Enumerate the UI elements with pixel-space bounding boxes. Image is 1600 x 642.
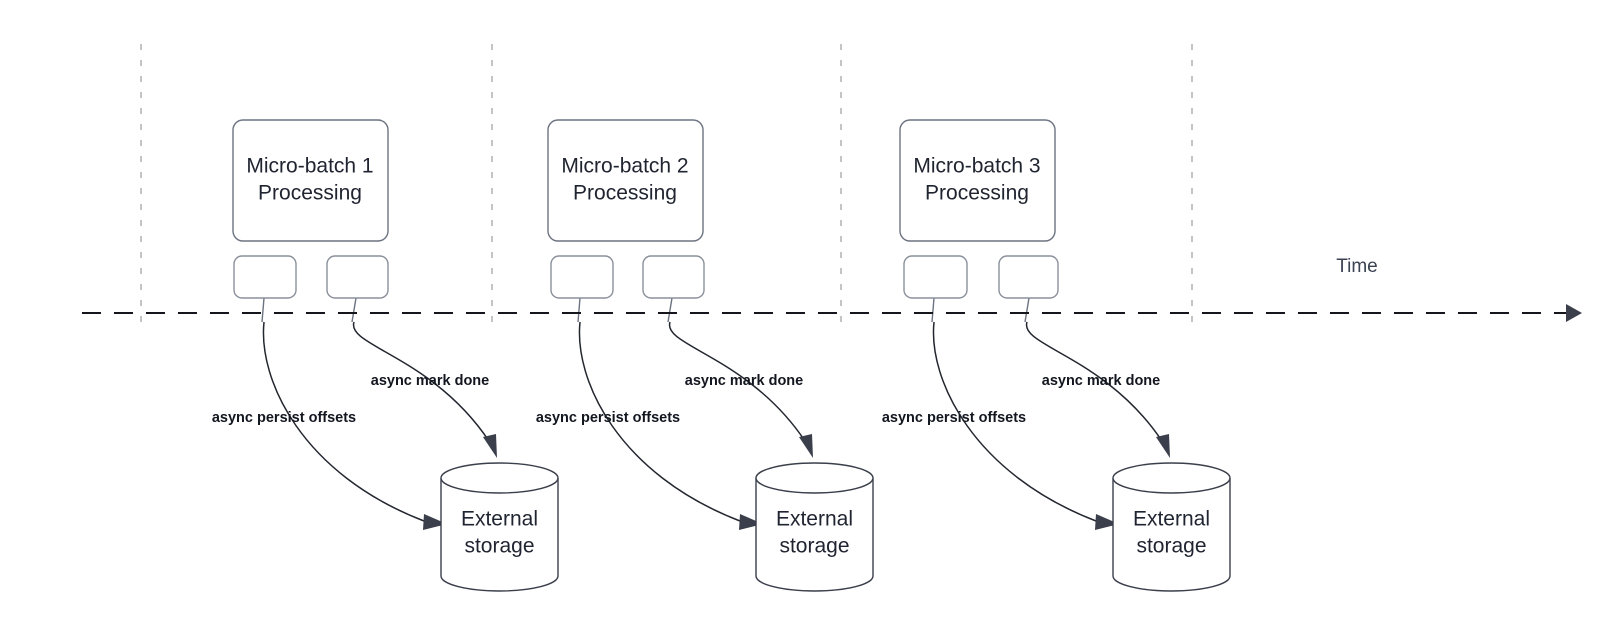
microbatch-1-persist-offsets-curve <box>262 321 425 522</box>
microbatch-1-task-box-b[interactable] <box>326 255 389 299</box>
external-storage-3-body <box>1112 478 1231 592</box>
microbatch-3-mark-done-curve <box>1025 321 1163 442</box>
microbatch-1-process-label-line2: Processing <box>258 182 362 205</box>
external-storage-2[interactable]: External storage <box>755 462 874 592</box>
stem-task-3b <box>1024 297 1030 323</box>
time-axis-arrowhead <box>1566 304 1582 322</box>
external-storage-2-label-line2: storage <box>779 535 849 558</box>
microbatch-2-process-box[interactable]: Micro-batch 2 Processing <box>547 119 704 242</box>
microbatch-1-process-box[interactable]: Micro-batch 1 Processing <box>232 119 389 242</box>
microbatch-2-process-rect[interactable] <box>547 119 704 242</box>
microbatch-1-mark-done-arrowhead <box>483 434 497 458</box>
microbatch-2-mark-done-arrowhead <box>799 434 813 458</box>
microbatch-2-mark-done-curve <box>668 321 806 442</box>
external-storage-2-top <box>755 462 874 494</box>
group-1: Micro-batch 1 Processing async persist o… <box>212 119 559 592</box>
time-axis-label: Time <box>1336 256 1378 277</box>
microbatch-1-persist-offsets-label: async persist offsets <box>212 410 356 426</box>
external-storage-1-top <box>440 462 559 494</box>
external-storage-1-label-line2: storage <box>464 535 534 558</box>
microbatch-2-persist-offsets-curve <box>578 321 741 522</box>
microbatch-3-process-rect[interactable] <box>899 119 1056 242</box>
microbatch-3-persist-offsets-label: async persist offsets <box>882 410 1026 426</box>
microbatch-1-task-box-a[interactable] <box>233 255 297 299</box>
microbatch-3-persist-offsets-arrowhead <box>1095 514 1119 530</box>
external-storage-3-top <box>1112 462 1231 494</box>
microbatch-2-task-box-b[interactable] <box>642 255 705 299</box>
microbatch-1-mark-done-curve <box>352 321 490 442</box>
microbatch-3-mark-done-arrowhead <box>1156 434 1170 458</box>
microbatch-3-task-box-b[interactable] <box>998 255 1059 299</box>
external-storage-2-body <box>755 478 874 592</box>
external-storage-3[interactable]: External storage <box>1112 462 1231 592</box>
microbatch-1-mark-done-label: async mark done <box>371 373 489 389</box>
microbatch-1-process-rect[interactable] <box>232 119 389 242</box>
external-storage-3-label-line2: storage <box>1136 535 1206 558</box>
microbatch-2-process-label-line1: Micro-batch 2 <box>561 155 688 178</box>
stem-task-1b <box>351 297 357 323</box>
task-stems-group <box>261 297 1030 323</box>
microbatch-2-persist-offsets-arrowhead <box>739 514 763 530</box>
stem-task-3a <box>931 297 935 323</box>
microbatch-2-mark-done-label: async mark done <box>685 373 803 389</box>
time-axis-group: Time <box>82 256 1582 322</box>
stem-task-1a <box>261 297 265 323</box>
group-3: Micro-batch 3 Processing async persist o… <box>882 119 1231 592</box>
external-storage-3-label-line1: External <box>1133 508 1210 531</box>
microbatch-2-task-box-a[interactable] <box>550 255 614 299</box>
microbatch-2-process-label-line2: Processing <box>573 182 677 205</box>
external-storage-1[interactable]: External storage <box>440 462 559 592</box>
external-storage-1-label-line1: External <box>461 508 538 531</box>
stem-task-2a <box>577 297 581 323</box>
microbatch-1-persist-offsets-arrowhead <box>423 514 447 530</box>
external-storage-1-body <box>440 478 559 592</box>
group-2: Micro-batch 2 Processing async persist o… <box>536 119 874 592</box>
external-storage-2-label-line1: External <box>776 508 853 531</box>
microbatch-3-mark-done-label: async mark done <box>1042 373 1160 389</box>
microbatch-3-process-label-line2: Processing <box>925 182 1029 205</box>
stem-task-2b <box>667 297 673 323</box>
microbatch-1-process-label-line1: Micro-batch 1 <box>246 155 373 178</box>
microbatch-3-persist-offsets-curve <box>932 321 1097 522</box>
microbatch-3-process-box[interactable]: Micro-batch 3 Processing <box>899 119 1056 242</box>
microbatch-2-persist-offsets-label: async persist offsets <box>536 410 680 426</box>
microbatch-3-process-label-line1: Micro-batch 3 <box>913 155 1040 178</box>
microbatch-3-task-box-a[interactable] <box>903 255 968 299</box>
